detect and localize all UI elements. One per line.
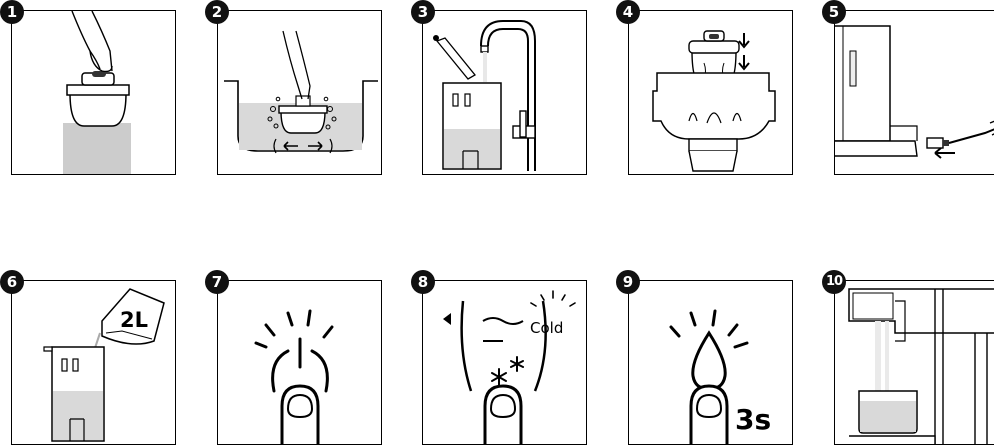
step-4-panel bbox=[628, 10, 793, 175]
soak-filter-in-water-illustration bbox=[218, 11, 382, 175]
filter-cartridge-hand-illustration bbox=[12, 11, 176, 175]
cleaning-brush bbox=[437, 38, 475, 79]
plug-in-power-cord-illustration bbox=[835, 11, 994, 175]
indicator-arrow bbox=[443, 313, 451, 325]
step-1-badge: 1 bbox=[0, 0, 24, 24]
cold-rays bbox=[531, 291, 575, 306]
filter-cartridge bbox=[281, 111, 325, 133]
step-5-panel bbox=[834, 10, 994, 175]
step-7-panel bbox=[217, 280, 382, 445]
water-drop-icon bbox=[693, 333, 725, 389]
step-9-badge: 9 bbox=[616, 270, 640, 294]
step-4-badge: 4 bbox=[616, 0, 640, 24]
power-plug bbox=[927, 138, 943, 148]
step-2-panel bbox=[217, 10, 382, 175]
step-5-badge: 5 bbox=[822, 0, 846, 24]
cold-label: Cold bbox=[530, 319, 563, 337]
hold-dispense-button-illustration: 3s bbox=[629, 281, 793, 445]
hold-duration-label: 3s bbox=[735, 403, 771, 436]
step-6-badge: 6 bbox=[0, 270, 24, 294]
drip-tray bbox=[849, 436, 935, 445]
select-cold-water-illustration: Cold bbox=[423, 281, 587, 445]
step-3-panel bbox=[422, 10, 587, 175]
step-7-badge: 7 bbox=[205, 270, 229, 294]
step-8-badge: 8 bbox=[411, 270, 435, 294]
stand-block bbox=[63, 123, 131, 175]
water-amount-label: 2L bbox=[120, 308, 148, 332]
step-10-badge: 10 bbox=[822, 270, 846, 294]
dispense-into-container-illustration bbox=[835, 281, 994, 445]
rinse-tank-under-faucet-illustration bbox=[423, 11, 587, 175]
press-power-button-illustration bbox=[218, 281, 382, 445]
step-1-panel bbox=[11, 10, 176, 175]
water-stream bbox=[875, 321, 881, 401]
snowflake-icon bbox=[492, 357, 523, 385]
step-6-panel: 2L bbox=[11, 280, 176, 445]
step-9-panel: 3s bbox=[628, 280, 793, 445]
step-10-panel bbox=[834, 280, 994, 445]
fill-tank-with-water-illustration: 2L bbox=[12, 281, 176, 445]
press-highlight-rays bbox=[256, 311, 332, 347]
filter-holder bbox=[653, 73, 775, 139]
dispenser-head bbox=[849, 289, 994, 333]
step-8-panel: Cold bbox=[422, 280, 587, 445]
step-2-badge: 2 bbox=[205, 0, 229, 24]
insert-filter-into-holder-illustration bbox=[629, 11, 793, 175]
filter-jug bbox=[70, 93, 126, 126]
step-3-badge: 3 bbox=[411, 0, 435, 24]
